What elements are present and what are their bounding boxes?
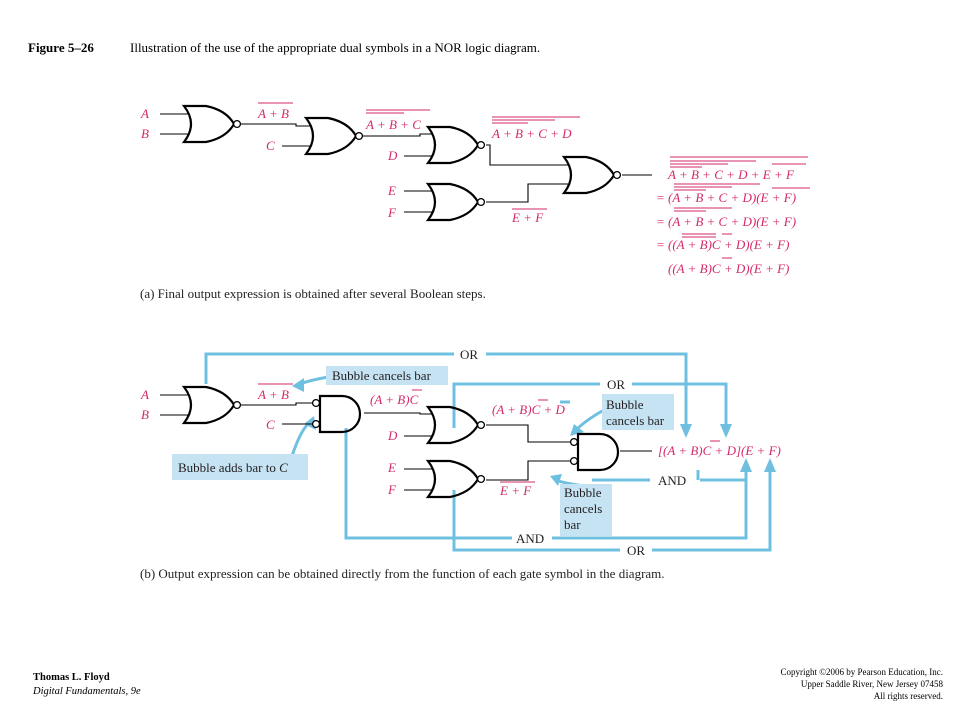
svg-text:Bubble cancels bar: Bubble cancels bar bbox=[332, 368, 432, 383]
wire-e-f bbox=[404, 190, 432, 213]
expr-g4-out-b: E + F bbox=[499, 483, 532, 498]
expr-final-b: [(A + B)C + D](E + F) bbox=[658, 443, 781, 458]
svg-text:cancels: cancels bbox=[564, 501, 602, 516]
input-label-e: E bbox=[387, 183, 396, 198]
input-label-a: A bbox=[140, 106, 149, 121]
label-and-right: AND bbox=[658, 473, 686, 488]
expr-g3-out: A + B + C + D bbox=[491, 126, 572, 141]
svg-text:bar: bar bbox=[564, 517, 581, 532]
gate-2-nor bbox=[303, 116, 364, 156]
label-and-bottom: AND bbox=[516, 531, 544, 546]
expr-g2-out-b: (A + B)C bbox=[370, 392, 419, 407]
note-bubble-cancels-bar-3: Bubble cancels bar bbox=[560, 484, 612, 536]
figure-caption: Illustration of the use of the appropria… bbox=[130, 40, 540, 55]
wire-g4-g5 bbox=[486, 183, 568, 203]
step-1: A + B + C + D + E + F bbox=[667, 167, 795, 182]
footer-copyright-3: All rights reserved. bbox=[874, 691, 943, 701]
input-label-f: F bbox=[387, 205, 397, 220]
expr-g3-out-b: (A + B)C + D bbox=[492, 402, 566, 417]
part-b-diagram: OR OR AND OR AND A B C D E F bbox=[140, 347, 781, 581]
wire-g1-g2 bbox=[240, 123, 310, 127]
part-a-caption: (a) Final output expression is obtained … bbox=[140, 286, 486, 301]
footer-author: Thomas L. Floyd bbox=[33, 672, 110, 683]
svg-text:Bubble: Bubble bbox=[564, 485, 602, 500]
gate-1-nor bbox=[181, 104, 242, 144]
input-label-b-b: B bbox=[141, 407, 149, 422]
input-label-c-b: C bbox=[266, 417, 275, 432]
footer-book: Digital Fundamentals, 9e bbox=[32, 686, 141, 697]
note-bubble-adds-bar: Bubble adds bar to C bbox=[172, 454, 308, 480]
label-or-bottom: OR bbox=[627, 543, 645, 558]
input-label-d-b: D bbox=[387, 428, 398, 443]
wire-g2-g3 bbox=[362, 133, 432, 137]
gate-1-nor-b bbox=[181, 385, 242, 425]
svg-text:Bubble: Bubble bbox=[606, 397, 644, 412]
expr-g1-out-b: A + B bbox=[257, 387, 289, 402]
gate-2-negative-and bbox=[311, 394, 362, 434]
figure-number: Figure 5–26 bbox=[28, 40, 94, 55]
input-label-f-b: F bbox=[387, 482, 397, 497]
input-label-d: D bbox=[387, 148, 398, 163]
step-3: = (A + B + C + D)(E + F) bbox=[656, 214, 796, 229]
footer-copyright-2: Upper Saddle River, New Jersey 07458 bbox=[801, 679, 944, 689]
input-label-a-b: A bbox=[140, 387, 149, 402]
step-2: = (A + B + C + D)(E + F) bbox=[656, 190, 796, 205]
svg-text:Bubble adds bar to C: Bubble adds bar to C bbox=[178, 460, 288, 475]
label-or-mid: OR bbox=[607, 377, 625, 392]
svg-text:cancels bar: cancels bar bbox=[606, 413, 665, 428]
gate-3-nor bbox=[425, 125, 486, 165]
wire-a bbox=[160, 113, 188, 135]
label-or-top: OR bbox=[460, 347, 478, 362]
note-bubble-cancels-bar: Bubble cancels bar bbox=[326, 366, 448, 385]
wire-g3-g5 bbox=[486, 144, 568, 166]
expr-g2-out: A + B + C bbox=[365, 117, 421, 132]
part-b-caption: (b) Output expression can be obtained di… bbox=[140, 566, 665, 581]
input-label-e-b: E bbox=[387, 460, 396, 475]
gate-5-nor bbox=[561, 155, 622, 195]
expr-g4-out: E + F bbox=[511, 210, 544, 225]
gate-4-nor-b bbox=[425, 459, 486, 499]
gate-3-nor-b bbox=[425, 405, 486, 445]
boolean-steps: A + B + C + D + E + F = (A + B + C + D)(… bbox=[656, 156, 810, 276]
input-label-c: C bbox=[266, 138, 275, 153]
step-5: ((A + B)C + D)(E + F) bbox=[668, 261, 789, 276]
footer-copyright-1: Copyright ©2006 by Pearson Education, In… bbox=[780, 667, 943, 677]
part-a-diagram: A B C D E F bbox=[140, 102, 810, 301]
input-label-b: B bbox=[141, 126, 149, 141]
expr-g1-out: A + B bbox=[257, 106, 289, 121]
step-4: = ((A + B)C + D)(E + F) bbox=[656, 237, 789, 252]
gate-4-nor bbox=[425, 182, 486, 222]
note-bubble-cancels-bar-2: Bubble cancels bar bbox=[602, 394, 674, 430]
gate-5-negative-and bbox=[569, 432, 620, 472]
